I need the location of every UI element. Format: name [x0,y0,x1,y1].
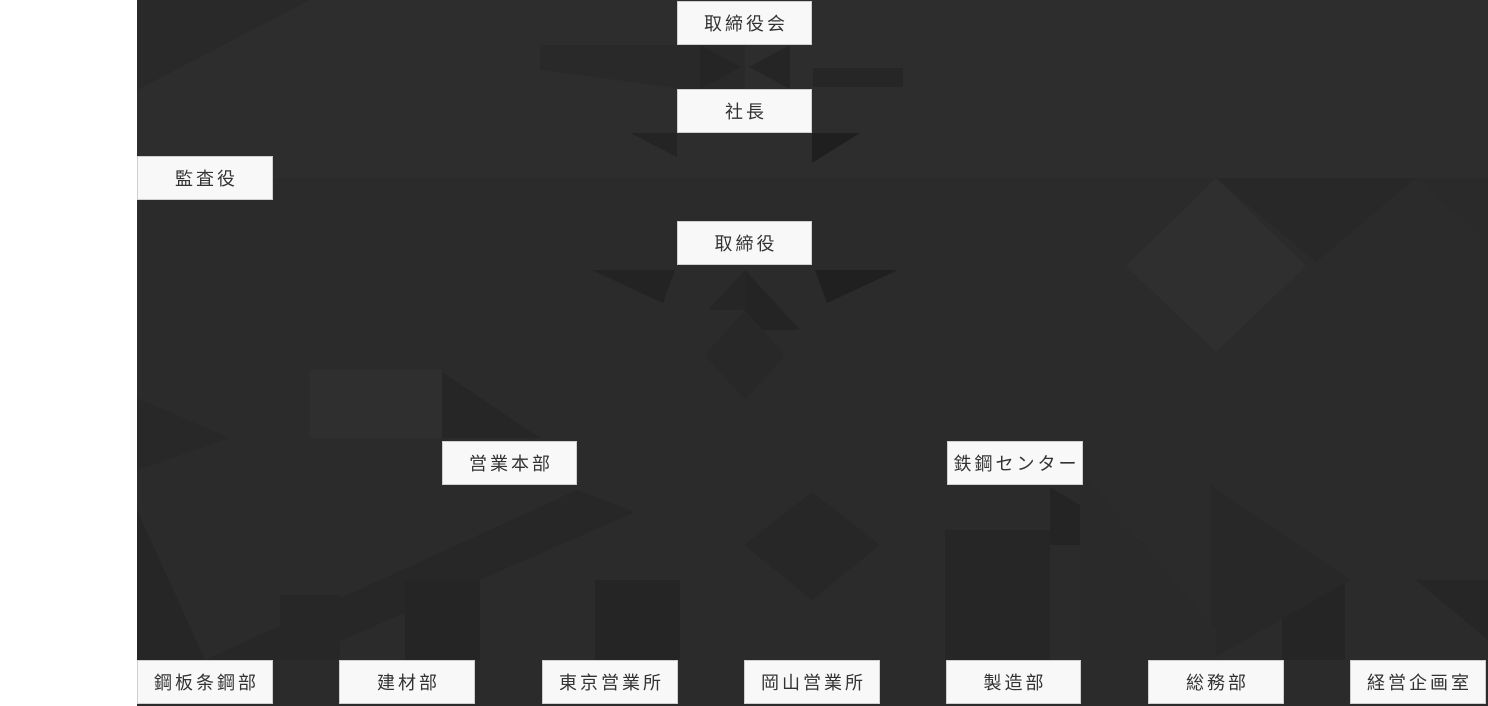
node-director: 取締役 [677,221,812,265]
node-board-of-directors: 取締役会 [677,1,812,45]
node-auditor: 監査役 [137,156,273,200]
node-manufacturing-dept: 製造部 [946,660,1081,704]
node-building-materials-dept: 建材部 [339,660,475,704]
node-tokyo-sales-office: 東京営業所 [542,660,678,704]
node-sales-headquarters: 営業本部 [442,441,577,485]
background-texture [137,0,1488,660]
node-corporate-planning-office: 経営企画室 [1350,660,1486,704]
node-general-affairs-dept: 総務部 [1148,660,1284,704]
node-president: 社長 [677,89,812,133]
node-steel-center: 鉄鋼センター [947,441,1083,485]
node-okayama-sales-office: 岡山営業所 [744,660,880,704]
node-steel-plate-bar-dept: 鋼板条鋼部 [137,660,273,704]
chart-dark-panel [137,0,1488,706]
